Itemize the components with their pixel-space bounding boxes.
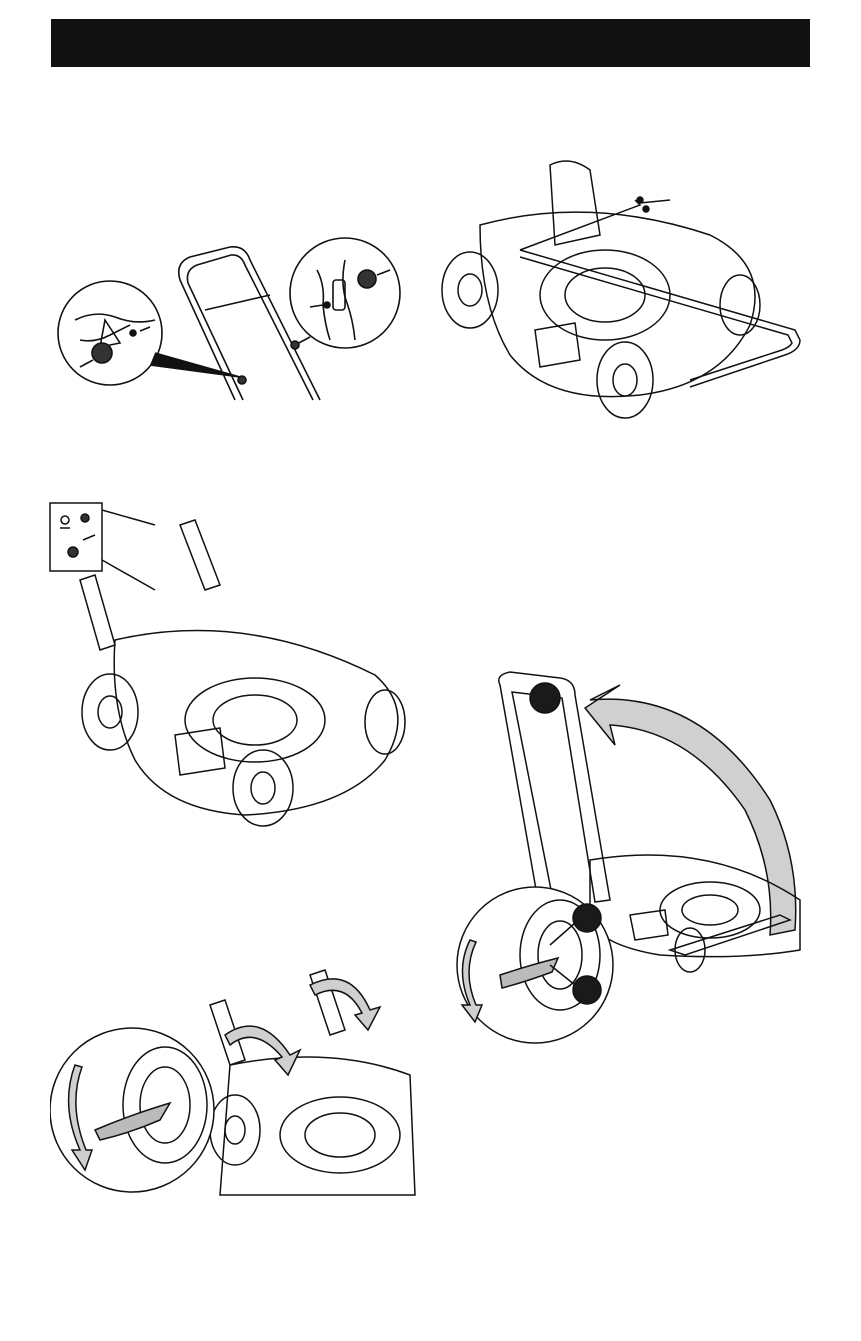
marker-2 <box>573 904 601 932</box>
marker-3 <box>573 976 601 1004</box>
marker-1 <box>530 683 560 713</box>
figure-raise-upper-handle <box>440 660 820 1045</box>
figure-handle-height-lever <box>50 955 420 1200</box>
header-bar <box>51 19 810 67</box>
figure-handle-knob-detail <box>55 225 405 405</box>
figure-mower-lower-handle <box>440 155 820 420</box>
figure-mower-brackets <box>45 500 425 830</box>
